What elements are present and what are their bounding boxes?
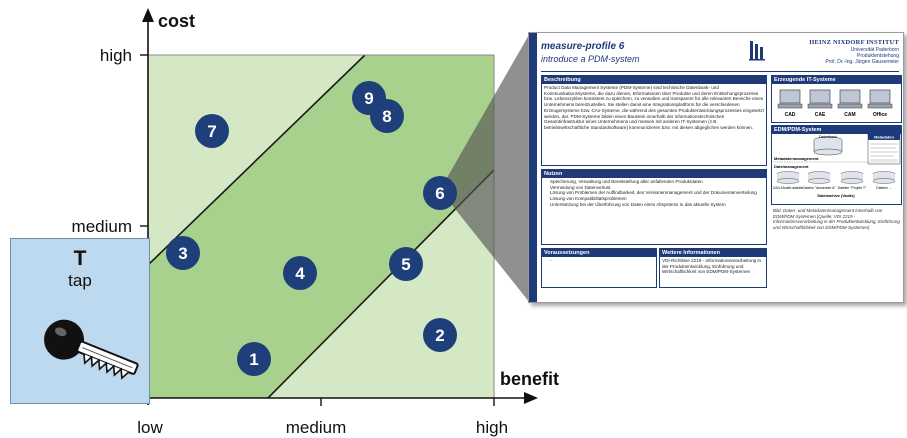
- y-tick-label-medium: medium: [72, 217, 132, 236]
- list-item: Speicherung, Verwaltung und Bereitstellu…: [550, 179, 764, 185]
- edm-mgmt-label: Metadatenmanagement: [774, 156, 819, 161]
- callout-wedge: [440, 33, 530, 303]
- it-systems-figure: CAD CAE CAM Office: [777, 89, 893, 118]
- section-erzeugende-it-systeme: Erzeugende IT-Systeme CAD: [771, 75, 902, 123]
- badge-label: 4: [295, 264, 305, 283]
- key-icon: [44, 319, 139, 380]
- edm-archive-label: Dateiarchive (Vaults): [817, 194, 855, 198]
- section-head: Weitere Informationen: [660, 249, 766, 257]
- badge-label: 6: [435, 184, 444, 203]
- section-weitere-informationen: Weitere Informationen VDI-Richtlinie 221…: [659, 248, 767, 288]
- badge-label: 3: [178, 244, 187, 263]
- institute-logo-mark: [749, 41, 765, 61]
- badge-label: 9: [364, 89, 373, 108]
- measure-badge-1[interactable]: 1: [237, 342, 271, 376]
- it-label-cad: CAD: [785, 112, 796, 118]
- tool-card-tap[interactable]: T tap: [10, 238, 150, 404]
- computer-icon: [807, 89, 833, 109]
- x-axis-arrow: [524, 392, 538, 404]
- section-body: Product Data Management Systeme (PDM-Sys…: [544, 85, 764, 130]
- logo-line-3: Produktentstehung: [857, 53, 899, 59]
- doc-header-rule: [541, 71, 899, 72]
- edm-file-label: Dateien "Projekt Y": [838, 186, 868, 190]
- edm-file-mgmt-label: Dateimanagement: [774, 164, 809, 169]
- section-body: VDI-Richtlinie 2219 - Informationsverarb…: [662, 258, 762, 275]
- it-label-office: Office: [873, 112, 887, 118]
- measure-badge-7[interactable]: 7: [195, 114, 229, 148]
- tool-letter: T: [73, 247, 87, 270]
- edm-file-label: Dateien "Anwender A": [802, 186, 836, 190]
- list-item: Vermeidung von Datenverlust: [550, 185, 764, 191]
- doc-sidebar: [529, 33, 537, 302]
- badge-label: 1: [249, 350, 258, 369]
- measure-badge-2[interactable]: 2: [423, 318, 457, 352]
- list-item: -: [550, 258, 654, 264]
- x-tick-label-high: high: [476, 418, 508, 437]
- doc-subtitle: introduce a PDM-system: [541, 54, 640, 64]
- x-tick-label-medium: medium: [286, 418, 346, 437]
- section-edm-pdm-system: EDM/PDM-System Datenbank Metadaten Metad…: [771, 125, 902, 205]
- section-beschreibung: Beschreibung Product Data Management Sys…: [541, 75, 767, 166]
- logo-line-2: Universität Paderborn: [850, 47, 899, 53]
- institute-logo: HEINZ NIXDORF INSTITUT Universität Pader…: [749, 39, 899, 65]
- logo-name: HEINZ NIXDORF INSTITUT: [809, 39, 899, 46]
- logo-line-4: Prof. Dr.-Ing. Jürgen Gausemeier: [825, 59, 899, 65]
- list-item: Lösung von Problemen der Auffindbarkeit,…: [550, 190, 764, 196]
- badge-label: 2: [435, 326, 444, 345]
- file-store-icon: [807, 171, 831, 184]
- badge-label: 7: [207, 122, 216, 141]
- section-head: Voraussetzungen: [542, 249, 656, 257]
- edm-file-label: Dateien ...: [876, 186, 892, 190]
- y-axis-arrow: [142, 8, 154, 22]
- section-nutzen: Nutzen Speicherung, Verwaltung und Berei…: [541, 169, 767, 245]
- computer-icon: [777, 89, 803, 109]
- measure-badge-9[interactable]: 9: [352, 81, 386, 115]
- figure-caption: Bild: Daten- und Metadatenmanagement inn…: [773, 208, 900, 230]
- list-item: Unterstützung bei der Überführung von Da…: [550, 202, 764, 208]
- edm-file-label: CAD-Modell-dateien: [773, 186, 804, 190]
- measure-badge-5[interactable]: 5: [389, 247, 423, 281]
- edm-system-figure: Datenbank Metadaten Metadatenmanagement …: [773, 133, 901, 198]
- band-boundary-upper: [147, 54, 366, 266]
- x-axis-title: benefit: [500, 369, 559, 389]
- section-voraussetzungen: Voraussetzungen -: [541, 248, 657, 288]
- section-body: -: [542, 257, 656, 265]
- section-body: Speicherung, Verwaltung und Bereitstellu…: [542, 178, 766, 209]
- section-head: Nutzen: [542, 170, 766, 178]
- y-tick-label-high: high: [100, 46, 132, 65]
- measure-badge-4[interactable]: 4: [283, 256, 317, 290]
- x-tick-label-low: low: [137, 418, 163, 437]
- it-label-cae: CAE: [815, 112, 826, 118]
- list-item: Lösung von Kompatibilitätsproblemen: [550, 196, 764, 202]
- measure-profile-document[interactable]: measure-profile 6 introduce a PDM-system…: [528, 32, 904, 303]
- y-axis-title: cost: [158, 11, 195, 31]
- measure-badge-6[interactable]: 6: [423, 176, 457, 210]
- doc-header: measure-profile 6 introduce a PDM-system: [541, 41, 741, 65]
- edm-db-label: Datenbank: [819, 135, 837, 139]
- badge-label: 5: [401, 255, 410, 274]
- section-head: Beschreibung: [542, 76, 766, 84]
- computer-icon: [837, 89, 863, 109]
- file-store-icon: [872, 171, 896, 184]
- section-head: EDM/PDM-System: [772, 126, 901, 134]
- file-store-icon: [776, 171, 800, 184]
- computer-icon: [867, 89, 893, 109]
- tool-name: tap: [68, 271, 92, 290]
- measure-badge-3[interactable]: 3: [166, 236, 200, 270]
- it-label-cam: CAM: [844, 112, 855, 118]
- edm-meta-head: Metadaten: [874, 135, 894, 140]
- section-head: Erzeugende IT-Systeme: [772, 76, 901, 84]
- badge-label: 8: [382, 107, 391, 126]
- doc-title: measure-profile 6: [541, 41, 625, 52]
- plot-band-medium: [148, 55, 494, 398]
- file-store-icon: [840, 171, 864, 184]
